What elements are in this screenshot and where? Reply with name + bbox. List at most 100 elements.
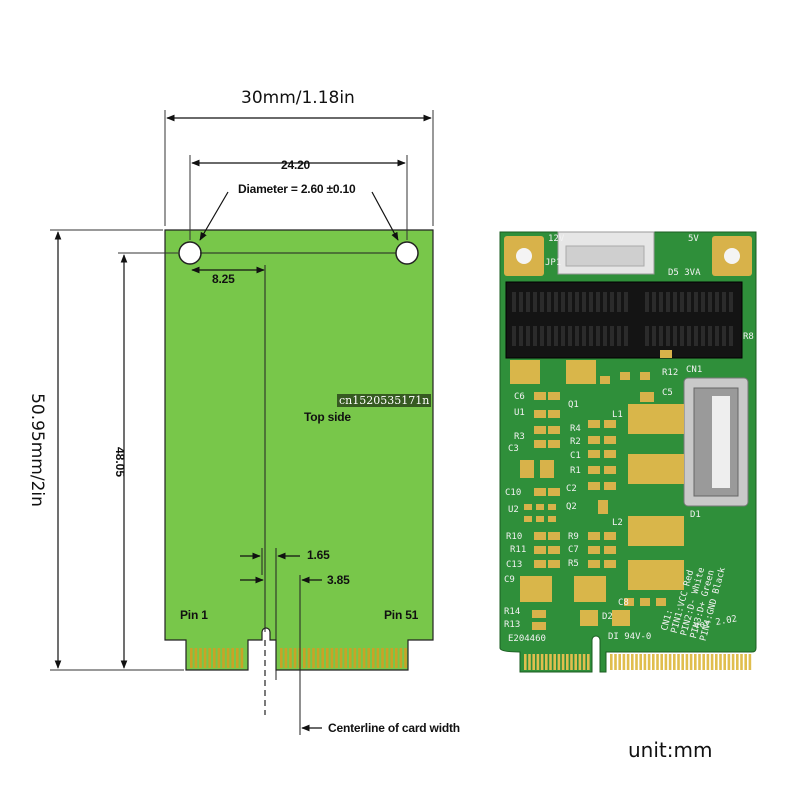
smd-pad <box>588 546 600 554</box>
pcb-gold-finger <box>677 654 680 670</box>
pcb-gold-finger <box>557 654 561 670</box>
smd-pad <box>534 560 546 568</box>
slot-pin <box>680 326 684 346</box>
pcb-gold-finger <box>719 654 722 670</box>
pcb-label-c1: C1 <box>570 451 581 461</box>
pcb-gold-finger <box>578 654 582 670</box>
gold-finger <box>385 648 389 668</box>
smd-pad <box>536 516 544 522</box>
smd-pad <box>656 598 666 606</box>
smd-pad <box>524 504 532 510</box>
pcb-label-r4: R4 <box>570 424 581 434</box>
gold-finger <box>194 648 198 668</box>
slot-pin <box>694 292 698 312</box>
pcb-gold-finger <box>532 654 535 670</box>
smd-pad <box>604 436 616 444</box>
pcb-gold-finger <box>723 654 726 670</box>
slot-pin <box>701 326 705 346</box>
gold-finger <box>316 648 320 668</box>
slot-pin <box>722 326 726 346</box>
pcb-label-d5: D5 3VA <box>668 268 701 278</box>
gold-finger <box>344 648 347 668</box>
mounting-hole-right <box>395 241 419 265</box>
pcb-label-r13: R13 <box>504 620 521 630</box>
slot-pin <box>582 292 586 312</box>
slot-pin <box>617 292 621 312</box>
slot-pin <box>687 292 691 312</box>
centerline-label: Centerline of card width <box>328 721 460 735</box>
pcb-gold-finger <box>668 654 672 670</box>
smd-pad <box>604 450 616 458</box>
height-label: 50.95mm/2in <box>27 393 47 507</box>
mounting-hole-left <box>178 241 202 265</box>
pcb-label-r2: R2 <box>570 437 581 447</box>
smd-pad <box>548 426 560 434</box>
gold-finger <box>353 648 357 668</box>
pcb-label-r11: R11 <box>510 545 527 555</box>
pcb-gold-finger <box>664 654 668 670</box>
pcb-gold-finger <box>540 654 544 670</box>
pcb-label-c3: C3 <box>508 444 519 454</box>
smd-pad <box>624 598 634 606</box>
hole-offset-label: 8.25 <box>212 272 235 286</box>
pcb-label-d1: D1 <box>690 510 701 520</box>
smd-pad <box>588 560 600 568</box>
smd-pad <box>604 560 616 568</box>
slot-pin <box>526 292 530 312</box>
slot-pin <box>568 292 572 312</box>
gold-finger <box>226 648 230 668</box>
gold-finger <box>312 648 315 668</box>
gold-finger <box>367 648 370 668</box>
slot-pin <box>603 326 607 346</box>
smd-pad <box>534 440 546 448</box>
gold-finger <box>339 648 343 668</box>
watermark-text: cn1520535171n <box>337 394 432 407</box>
slot-pin <box>512 292 516 312</box>
right-gold-fingers <box>280 648 407 668</box>
gold-finger <box>289 648 292 668</box>
smd-pad <box>520 460 534 478</box>
top-side-label: Top side <box>304 410 351 424</box>
smd-pad <box>604 532 616 540</box>
pcb-label-cn1: CN1 <box>686 365 703 375</box>
smd-pad <box>640 372 650 380</box>
slot-pin <box>694 326 698 346</box>
slot-pin <box>526 326 530 346</box>
smd-pad <box>548 440 560 448</box>
slot-pin <box>547 292 551 312</box>
smd-pad <box>588 420 600 428</box>
pcb-label-12v: 12V <box>548 234 565 244</box>
slot-pin <box>652 326 656 346</box>
smd-pad <box>548 504 556 510</box>
pcb-gold-finger <box>685 654 689 670</box>
gold-finger <box>199 648 202 668</box>
slot-pin <box>708 326 712 346</box>
pcb-gold-finger <box>702 654 705 670</box>
pcb-label-c7: C7 <box>568 545 579 555</box>
pcb-gold-finger <box>635 654 638 670</box>
pcb-label-c6: C6 <box>514 392 525 402</box>
slot-pin <box>680 292 684 312</box>
slot-pin <box>582 326 586 346</box>
unit-label: unit:mm <box>628 738 713 762</box>
slot-pin <box>540 326 544 346</box>
pcb-gold-finger <box>748 654 752 670</box>
pin51-label: Pin 51 <box>384 608 419 622</box>
slot-pin <box>673 292 677 312</box>
smd-pad <box>540 460 554 478</box>
pcb-gold-finger <box>528 654 531 670</box>
pcb-label-l2: L2 <box>612 518 623 528</box>
gold-finger <box>231 648 234 668</box>
slot-pin <box>561 292 565 312</box>
smd-pad <box>548 392 560 400</box>
pcb-label-rating: DI 94V-0 <box>608 632 652 642</box>
gold-finger <box>217 648 221 668</box>
slot-pin <box>568 326 572 346</box>
pcb-gold-finger <box>587 654 590 670</box>
slot-pin <box>659 326 663 346</box>
slot-pin <box>645 326 649 346</box>
pcb-gold-finger <box>622 654 626 670</box>
pcb-label-code: E204460 <box>508 634 546 644</box>
pcb-label-c9: C9 <box>504 575 515 585</box>
pcb-gold-finger <box>706 654 710 670</box>
